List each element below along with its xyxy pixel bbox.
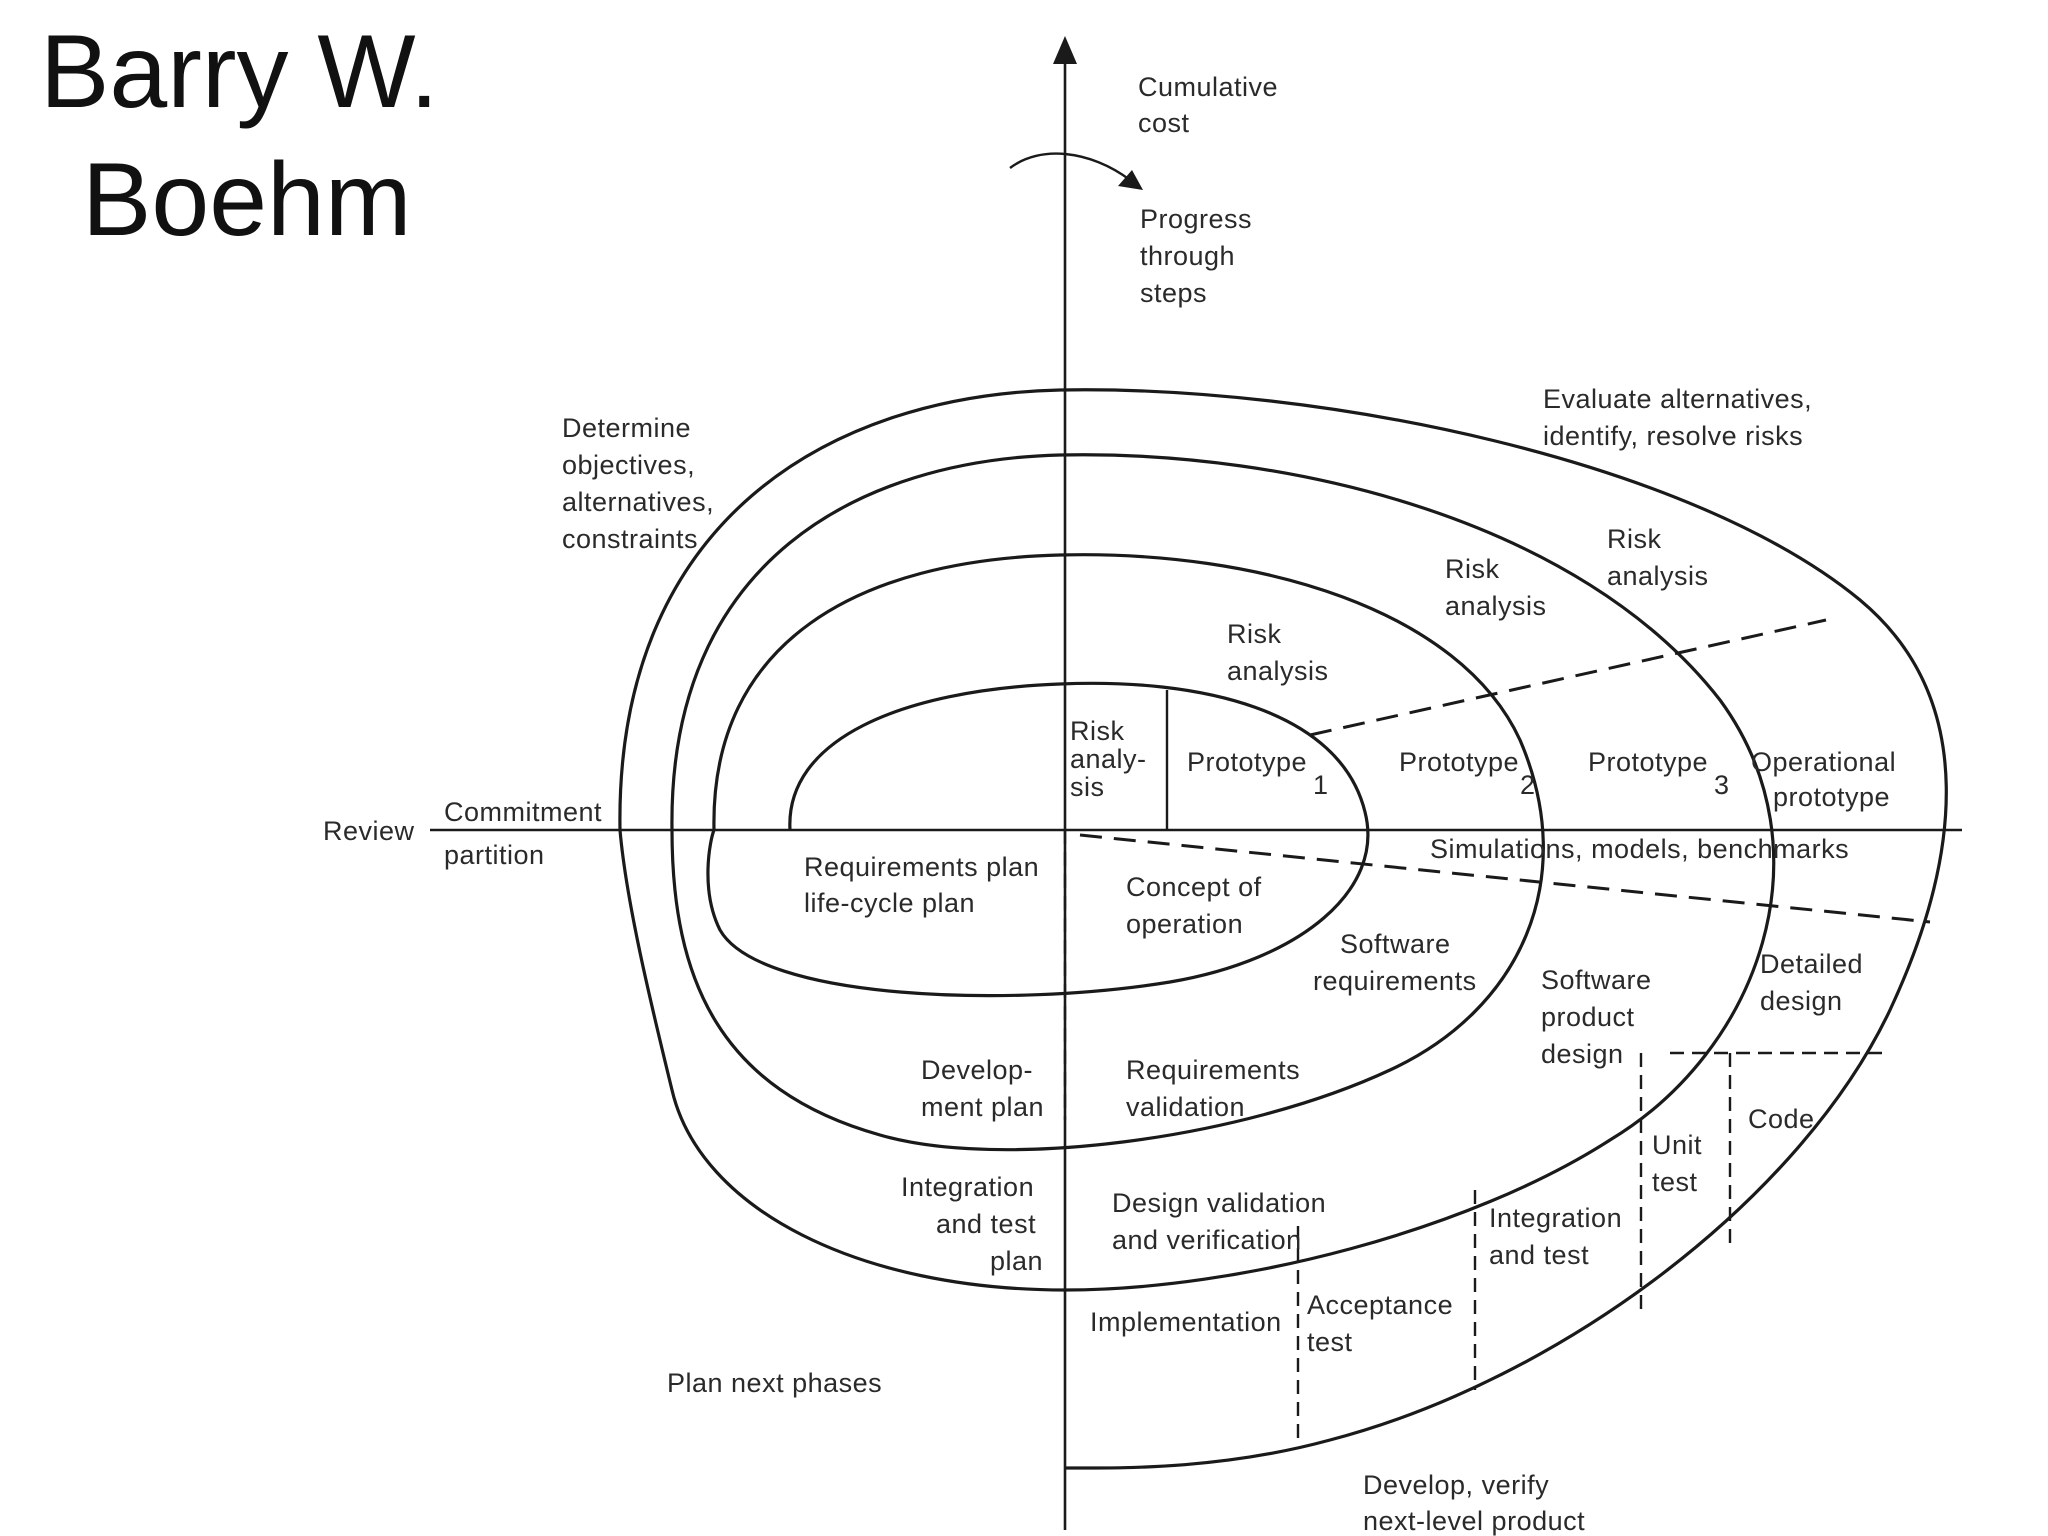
implementation-label: Implementation xyxy=(1090,1307,1282,1337)
development-plan-label: Develop- ment plan xyxy=(921,1055,1044,1122)
risk-analysis-4-label: Risk analysis xyxy=(1607,524,1709,591)
page-title: Barry W. Boehm xyxy=(40,8,560,264)
commitment-label: Commitment xyxy=(444,797,602,827)
risk-analysis-2-label: Risk analysis xyxy=(1227,619,1329,686)
detailed-design-label: Detailed design xyxy=(1760,949,1871,1016)
prototype-2-number: 2 xyxy=(1520,770,1536,800)
integration-and-test-label: Integration and test xyxy=(1489,1203,1630,1270)
spiral-loop-2 xyxy=(670,553,1545,1152)
spiral-loop-4 xyxy=(618,388,1948,1470)
vertical-axis-arrowhead xyxy=(1053,36,1077,64)
design-validation-label: Design validation and verification xyxy=(1112,1188,1334,1255)
develop-verify-label: Develop, verify next-level product xyxy=(1363,1470,1585,1536)
progress-label: Progress through steps xyxy=(1140,204,1260,308)
title-line-2: Boehm xyxy=(82,142,412,258)
plan-next-phases-label: Plan next phases xyxy=(667,1368,882,1398)
simulations-label: Simulations, models, benchmarks xyxy=(1430,834,1849,864)
cumulative-cost-label: Cumulative cost xyxy=(1138,72,1286,138)
partition-label: partition xyxy=(444,840,545,870)
progress-arrow-head xyxy=(1118,170,1143,190)
determine-objectives-label: Determine objectives, alternatives, cons… xyxy=(562,413,722,554)
code-label: Code xyxy=(1748,1104,1815,1134)
operational-prototype-label: Operational prototype xyxy=(1751,747,1904,812)
risk-partition-dash xyxy=(1309,618,1827,737)
review-label: Review xyxy=(323,816,415,846)
evaluate-alternatives-label: Evaluate alternatives, identify, resolve… xyxy=(1543,384,1820,451)
prototype-2-label: Prototype xyxy=(1399,747,1519,777)
requirements-plan-label: Requirements plan life-cycle plan xyxy=(804,852,1047,918)
prototype-1-label: Prototype xyxy=(1187,747,1307,777)
risk-analysis-3-label: Risk analysis xyxy=(1445,554,1547,621)
prototype-3-number: 3 xyxy=(1714,770,1730,800)
spiral-loop-3 xyxy=(618,453,1776,1292)
software-requirements-label: Software requirements xyxy=(1313,929,1477,996)
requirements-validation-label: Requirements validation xyxy=(1126,1055,1308,1122)
integration-test-plan-label: Integration and test plan xyxy=(901,1172,1044,1276)
unit-test-label: Unit test xyxy=(1652,1130,1710,1197)
acceptance-test-label: Acceptance test xyxy=(1307,1290,1461,1357)
prototype-3-label: Prototype xyxy=(1588,747,1708,777)
risk-analysis-small-label: Risk analy- sis xyxy=(1070,716,1155,802)
prototype-1-number: 1 xyxy=(1313,770,1329,800)
title-line-1: Barry W. xyxy=(40,14,439,130)
progress-arrow xyxy=(1009,152,1131,181)
software-product-design-label: Software product design xyxy=(1541,965,1660,1069)
simulation-partition-dash xyxy=(1079,833,1931,924)
concept-of-operation-label: Concept of operation xyxy=(1126,872,1270,939)
spiral-loop-1 xyxy=(706,681,1370,998)
